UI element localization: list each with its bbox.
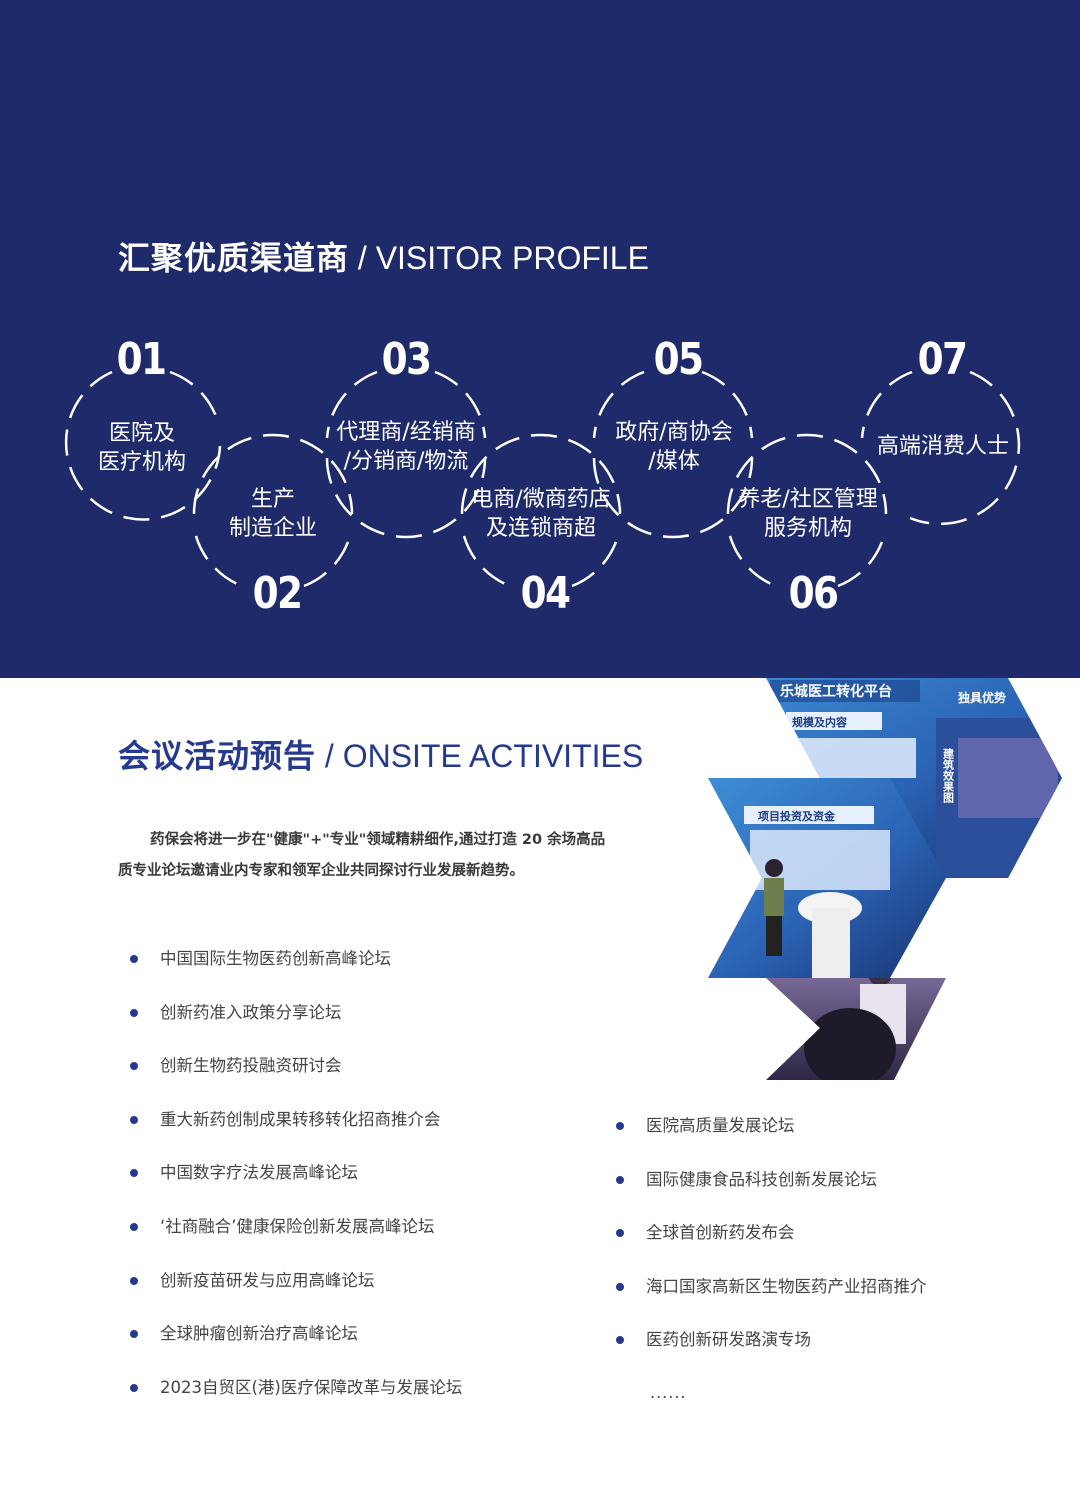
step-number-04: 04	[520, 568, 571, 619]
list-item: 海口国家高新区生物医药产业招商推介	[616, 1274, 927, 1328]
list-item: 国际健康食品科技创新发展论坛	[616, 1167, 927, 1221]
step-label-03-line2: /分销商/物流	[343, 449, 469, 474]
step-ring-04	[460, 433, 622, 598]
bullet-dot-icon	[616, 1282, 624, 1291]
step-label-04-line2: 及连锁商超	[485, 516, 596, 541]
step-label-02-line1: 生产	[250, 487, 295, 512]
list-item: 全球首创新药发布会	[616, 1220, 927, 1274]
step-label-07: 高端消费人士	[833, 432, 1053, 461]
visitor-title-cn: 汇聚优质渠道商	[118, 239, 350, 277]
visitor-title-separator: /	[349, 240, 376, 276]
onsite-activities-title: 会议活动预告 / ONSITE ACTIVITIES	[118, 731, 643, 777]
activities-title-cn: 会议活动预告	[118, 737, 317, 775]
list-item: 创新生物药投融资研讨会	[130, 1053, 462, 1107]
visitor-profile-section	[0, 0, 1080, 678]
step-ring-05	[592, 362, 754, 539]
bullet-dot-icon	[130, 1383, 138, 1392]
step-label-05-line2: /媒体	[648, 449, 700, 474]
visitor-steps-diagram: 01 02 03 04 05 06 07 医院及 医疗机构 生产 制造企业 代理…	[0, 0, 1080, 678]
list-item: 重大新药创制成果转移转化招商推介会	[130, 1107, 462, 1161]
step-number-07: 07	[917, 334, 968, 385]
step-label-03-line1: 代理商/经销商	[336, 420, 476, 445]
step-label-06-line1: 养老/社区管理	[738, 487, 878, 512]
step-ring-07	[860, 362, 1022, 526]
step-label-03: 代理商/经销商 /分销商/物流	[296, 418, 516, 476]
step-ring-01	[60, 362, 222, 524]
bullet-dot-icon	[130, 1169, 138, 1178]
bullet-dot-icon	[616, 1122, 624, 1130]
forum-list-left: 中国国际生物医药创新高峰论坛 创新药准入政策分享论坛 创新生物药投融资研讨会 重…	[130, 946, 462, 1428]
activities-intro: 药保会将进一步在"健康"+"专业"领域精耕细作,通过打造 20 余场高品质专业论…	[118, 832, 606, 879]
step-label-02: 生产 制造企业	[163, 485, 383, 543]
bullet-dot-icon	[130, 955, 138, 963]
step-ring-02	[192, 433, 354, 598]
list-item: 创新疫苗研发与应用高峰论坛	[130, 1268, 462, 1322]
bullet-dot-icon	[130, 1008, 138, 1017]
bullet-dot-icon	[130, 1062, 138, 1071]
list-item: 中国数字疗法发展高峰论坛	[130, 1160, 462, 1214]
list-item: 医药创新研发路演专场	[616, 1327, 927, 1381]
step-label-01: 医院及 医疗机构	[32, 419, 252, 477]
step-number-03: 03	[381, 334, 432, 385]
step-ring-06	[726, 433, 888, 598]
bullet-dot-icon	[130, 1330, 138, 1339]
visitor-title-en: VISITOR PROFILE	[375, 240, 649, 276]
step-label-06-line2: 服务机构	[763, 516, 852, 541]
step-label-04: 电商/微商药店 及连锁商超	[431, 485, 651, 543]
bullet-dot-icon	[616, 1175, 624, 1184]
step-number-05: 05	[653, 334, 704, 385]
activities-title-en: ONSITE ACTIVITIES	[342, 738, 644, 774]
list-item: 2023自贸区(港)医疗保障改革与发展论坛	[130, 1375, 462, 1429]
activities-title-separator: /	[316, 738, 343, 774]
step-label-02-line2: 制造企业	[228, 516, 317, 541]
bullet-dot-icon	[616, 1336, 624, 1345]
step-label-01-line2: 医疗机构	[97, 450, 186, 475]
step-label-01-line1: 医院及	[108, 421, 175, 446]
list-item: 中国国际生物医药创新高峰论坛	[130, 946, 462, 1000]
step-number-01: 01	[116, 334, 167, 385]
screen-tag-text: 独具优势	[957, 690, 1006, 705]
bullet-dot-icon	[130, 1115, 138, 1124]
step-label-05: 政府/商协会 /媒体	[564, 418, 784, 476]
panel-title-1: 规模及内容	[792, 715, 847, 729]
list-item: 医院高质量发展论坛	[616, 1113, 927, 1167]
list-ellipsis: ......	[650, 1383, 687, 1402]
list-item: 全球肿瘤创新治疗高峰论坛	[130, 1321, 462, 1375]
step-number-06: 06	[788, 568, 839, 619]
step-ring-03	[325, 362, 487, 539]
visitor-profile-title: 汇聚优质渠道商 / VISITOR PROFILE	[118, 233, 649, 279]
step-label-05-line1: 政府/商协会	[615, 420, 733, 445]
step-number-02: 02	[252, 568, 303, 619]
bullet-dot-icon	[130, 1222, 138, 1231]
bullet-dot-icon	[130, 1276, 138, 1285]
event-photo-collage: 乐城医工转化平台 独具优势 规模及内容 建筑效果图 项目投资及资金	[708, 678, 1062, 1080]
bullet-dot-icon	[616, 1229, 624, 1238]
list-item: ‘社商融合’健康保险创新发展高峰论坛	[130, 1214, 462, 1268]
step-label-06: 养老/社区管理 服务机构	[698, 485, 918, 543]
panel-title-2: 项目投资及资金	[758, 809, 836, 823]
screen-side-text: 建筑效果图	[942, 747, 956, 804]
forum-list-right: 医院高质量发展论坛 国际健康食品科技创新发展论坛 全球首创新药发布会 海口国家高…	[616, 1113, 927, 1381]
list-item: 创新药准入政策分享论坛	[130, 1000, 462, 1054]
photo-chevron-bottom	[766, 978, 946, 1080]
step-label-04-line1: 电商/微商药店	[471, 487, 611, 512]
step-label-07-line1: 高端消费人士	[876, 434, 1009, 459]
screen-title-text: 乐城医工转化平台	[780, 683, 892, 700]
